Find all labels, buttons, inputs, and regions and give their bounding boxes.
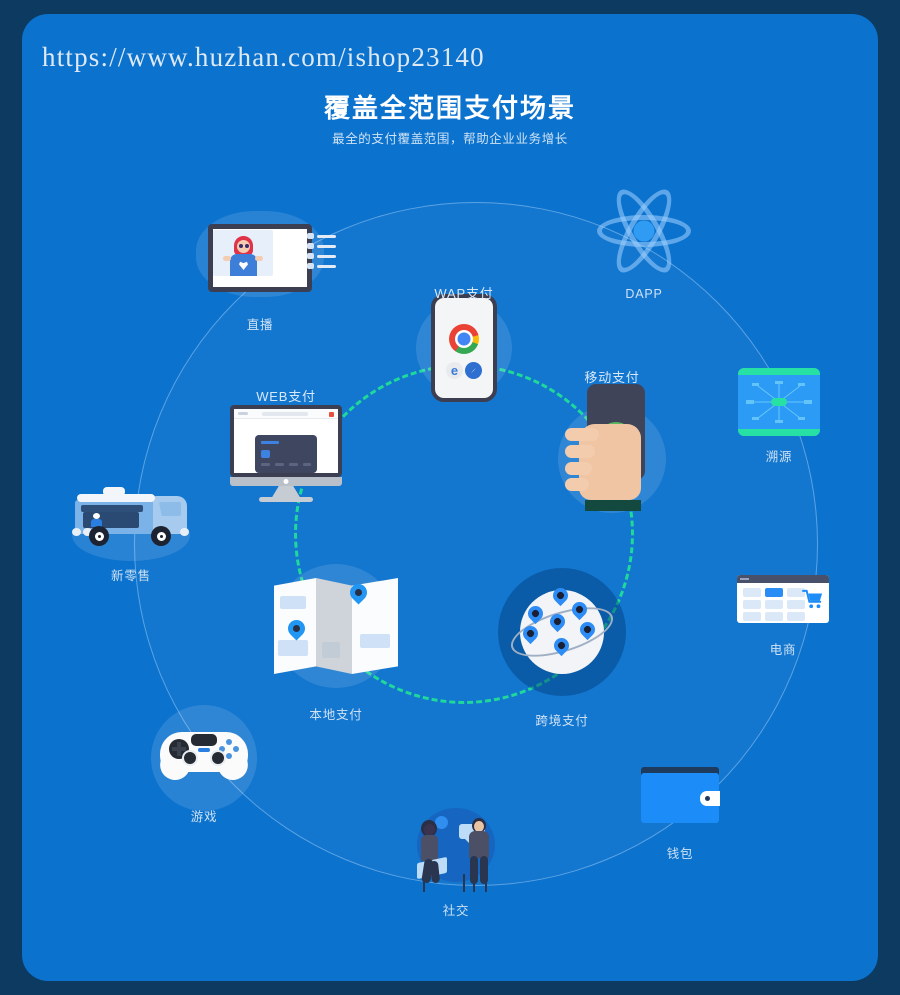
node-label-wallet: 钱包 bbox=[666, 847, 694, 861]
person-seated bbox=[417, 820, 451, 886]
outer-ring-circle bbox=[134, 202, 818, 886]
folded-map-pins-icon bbox=[274, 578, 398, 674]
two-people-chat-icon bbox=[401, 808, 511, 892]
node-label-web: WEB支付 bbox=[256, 389, 316, 404]
live-stream-monitor-icon bbox=[208, 224, 336, 292]
atom-orbit-icon bbox=[597, 182, 691, 280]
edge-icon: e bbox=[446, 362, 463, 379]
globe-location-pins-icon bbox=[505, 580, 619, 684]
gamepad-icon bbox=[157, 728, 251, 783]
node-label-dapp: DAPP bbox=[625, 287, 663, 301]
node-label-ecommerce: 电商 bbox=[769, 643, 797, 657]
mobile-browser-phone-icon: e bbox=[431, 294, 497, 402]
node-label-social: 社交 bbox=[442, 904, 470, 918]
node-label-new-retail: 新零售 bbox=[111, 569, 151, 583]
node-label-local: 本地支付 bbox=[309, 708, 363, 722]
food-truck-icon bbox=[72, 486, 189, 552]
node-label-crossborder: 跨境支付 bbox=[535, 714, 589, 728]
shopping-cart-icon bbox=[802, 589, 823, 609]
node-label-live: 直播 bbox=[246, 318, 274, 332]
safari-icon bbox=[465, 362, 482, 379]
node-label-wap: WAP支付 bbox=[434, 286, 494, 301]
blockchain-network-screen-icon bbox=[738, 368, 820, 436]
storefront-cart-icon bbox=[737, 575, 829, 623]
network-graph-icon bbox=[746, 381, 812, 423]
node-label-gaming: 游戏 bbox=[190, 810, 218, 824]
person-standing bbox=[465, 818, 497, 886]
desktop-monitor-card-icon bbox=[230, 405, 342, 502]
site-url: https://www.huzhan.com/ishop23140 bbox=[42, 42, 485, 72]
node-label-mobile: 移动支付 bbox=[584, 370, 640, 385]
page-subtitle: 最全的支付覆盖范围，帮助企业业务增长 bbox=[332, 132, 568, 146]
hand-holding-phone-check-icon bbox=[557, 384, 667, 514]
hero-panel: https://www.huzhan.com/ishop23140 覆盖全范围支… bbox=[22, 14, 878, 981]
chrome-icon bbox=[449, 324, 479, 354]
node-label-traceability: 溯源 bbox=[765, 450, 793, 464]
page-title: 覆盖全范围支付场景 bbox=[323, 93, 576, 123]
wallet-icon bbox=[641, 767, 720, 823]
